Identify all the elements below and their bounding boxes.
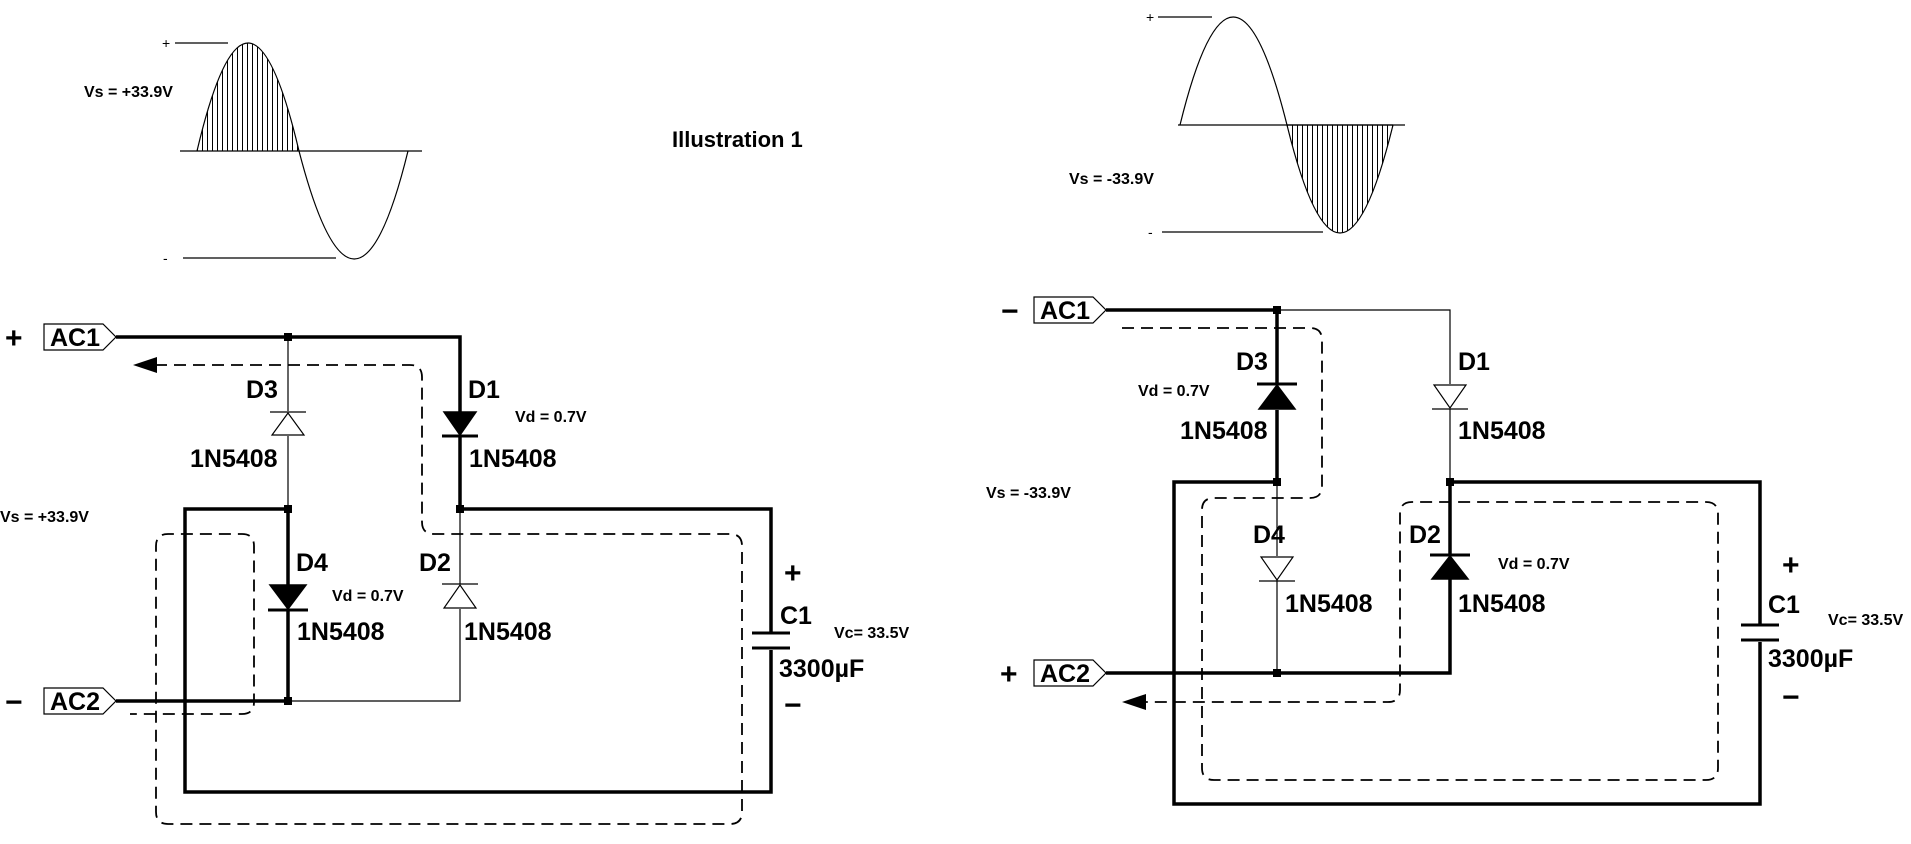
left-circuit: AC1 AC2 + − <box>0 322 910 825</box>
right-ac1-sign: − <box>1001 295 1019 328</box>
left-ac1-sign: + <box>5 322 23 355</box>
right-d3-diode <box>1257 382 1297 410</box>
right-ac2-label: AC2 <box>1040 660 1090 688</box>
left-d4-label: D4 <box>296 549 328 577</box>
right-d4-label: D4 <box>1253 521 1285 549</box>
right-cap-minus: − <box>1782 681 1800 714</box>
right-ac2-sign: + <box>1000 658 1018 691</box>
left-d4-diode <box>268 584 308 612</box>
left-cap-plus: + <box>784 557 802 590</box>
left-vc: Vc= 33.5V <box>834 625 910 642</box>
left-c1-value: 3300µF <box>779 655 864 683</box>
left-c1-capacitor <box>752 631 790 650</box>
right-ac1-terminal <box>1033 296 1107 324</box>
left-wave-vs: Vs = +33.9V <box>84 84 173 101</box>
left-ac2-label: AC2 <box>50 688 100 716</box>
right-cap-plus: + <box>1782 549 1800 582</box>
left-d4-part: 1N5408 <box>297 618 385 646</box>
right-wave-minus: - <box>1148 224 1153 240</box>
right-d3-vd: Vd = 0.7V <box>1138 383 1210 400</box>
right-ac2-terminal <box>1033 659 1107 687</box>
right-circuit: AC1 AC2 − + <box>986 295 1904 806</box>
right-d3-label: D3 <box>1236 348 1268 376</box>
right-ac1-label: AC1 <box>1040 297 1090 325</box>
right-d2-label: D2 <box>1409 521 1441 549</box>
left-d2-part: 1N5408 <box>464 618 552 646</box>
left-d2-label: D2 <box>419 549 451 577</box>
left-ac1-terminal <box>43 323 117 351</box>
left-ac2-terminal <box>43 687 117 715</box>
left-d3-label: D3 <box>246 376 278 404</box>
left-d1-label: D1 <box>468 376 500 404</box>
left-current-path <box>130 364 743 825</box>
left-d3-part: 1N5408 <box>190 445 278 473</box>
left-ac2-sign: − <box>5 686 23 719</box>
left-ac1-label: AC1 <box>50 324 100 352</box>
left-c1-label: C1 <box>780 602 812 630</box>
left-d1-vd: Vd = 0.7V <box>515 409 587 426</box>
right-c1-value: 3300µF <box>1768 645 1853 673</box>
right-d1-diode <box>1432 384 1468 410</box>
right-d4-diode <box>1259 556 1295 582</box>
left-d2-diode <box>442 583 478 609</box>
left-d1-part: 1N5408 <box>469 445 557 473</box>
right-d3-part: 1N5408 <box>1180 417 1268 445</box>
right-wave-vs: Vs = -33.9V <box>1069 171 1154 188</box>
right-d2-diode <box>1430 553 1470 580</box>
right-d2-vd: Vd = 0.7V <box>1498 556 1570 573</box>
right-current-arrow <box>1122 694 1146 710</box>
right-waveform: + - Vs = -33.9V <box>1069 9 1405 240</box>
right-wave-plus: + <box>1146 9 1154 25</box>
right-d1-label: D1 <box>1458 348 1490 376</box>
right-d4-part: 1N5408 <box>1285 590 1373 618</box>
right-d2-part: 1N5408 <box>1458 590 1546 618</box>
left-vs: Vs = +33.9V <box>0 509 89 526</box>
left-d3-diode <box>270 411 306 436</box>
right-d1-part: 1N5408 <box>1458 417 1546 445</box>
right-current-path <box>1122 327 1719 781</box>
left-cap-minus: − <box>784 689 802 722</box>
left-wave-minus: - <box>163 250 168 266</box>
left-current-arrow <box>133 357 157 373</box>
right-c1-capacitor <box>1741 623 1779 642</box>
left-d4-vd: Vd = 0.7V <box>332 588 404 605</box>
left-waveform: + - Vs = +33.9V <box>84 35 422 266</box>
right-vc: Vc= 33.5V <box>1828 612 1904 629</box>
illustration-title: Illustration 1 <box>672 127 803 152</box>
left-d1-diode <box>442 411 478 438</box>
right-vs: Vs = -33.9V <box>986 485 1071 502</box>
left-wave-plus: + <box>162 35 170 51</box>
right-c1-label: C1 <box>1768 591 1800 619</box>
